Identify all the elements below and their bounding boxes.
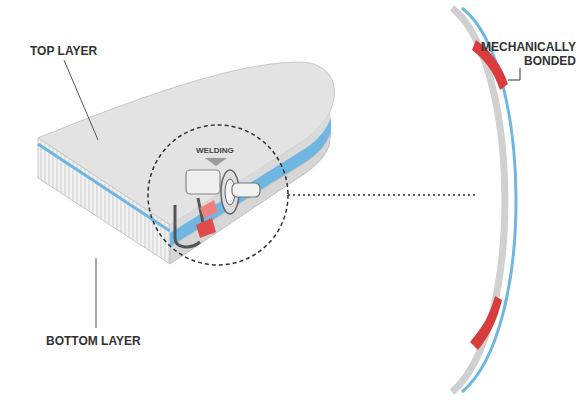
process-label: WELDING [196, 146, 234, 156]
part-label: MECHANICALLY BONDED [466, 40, 576, 68]
part-label: TOP LAYER [30, 44, 97, 58]
part-label: BOTTOM LAYER [46, 334, 141, 348]
